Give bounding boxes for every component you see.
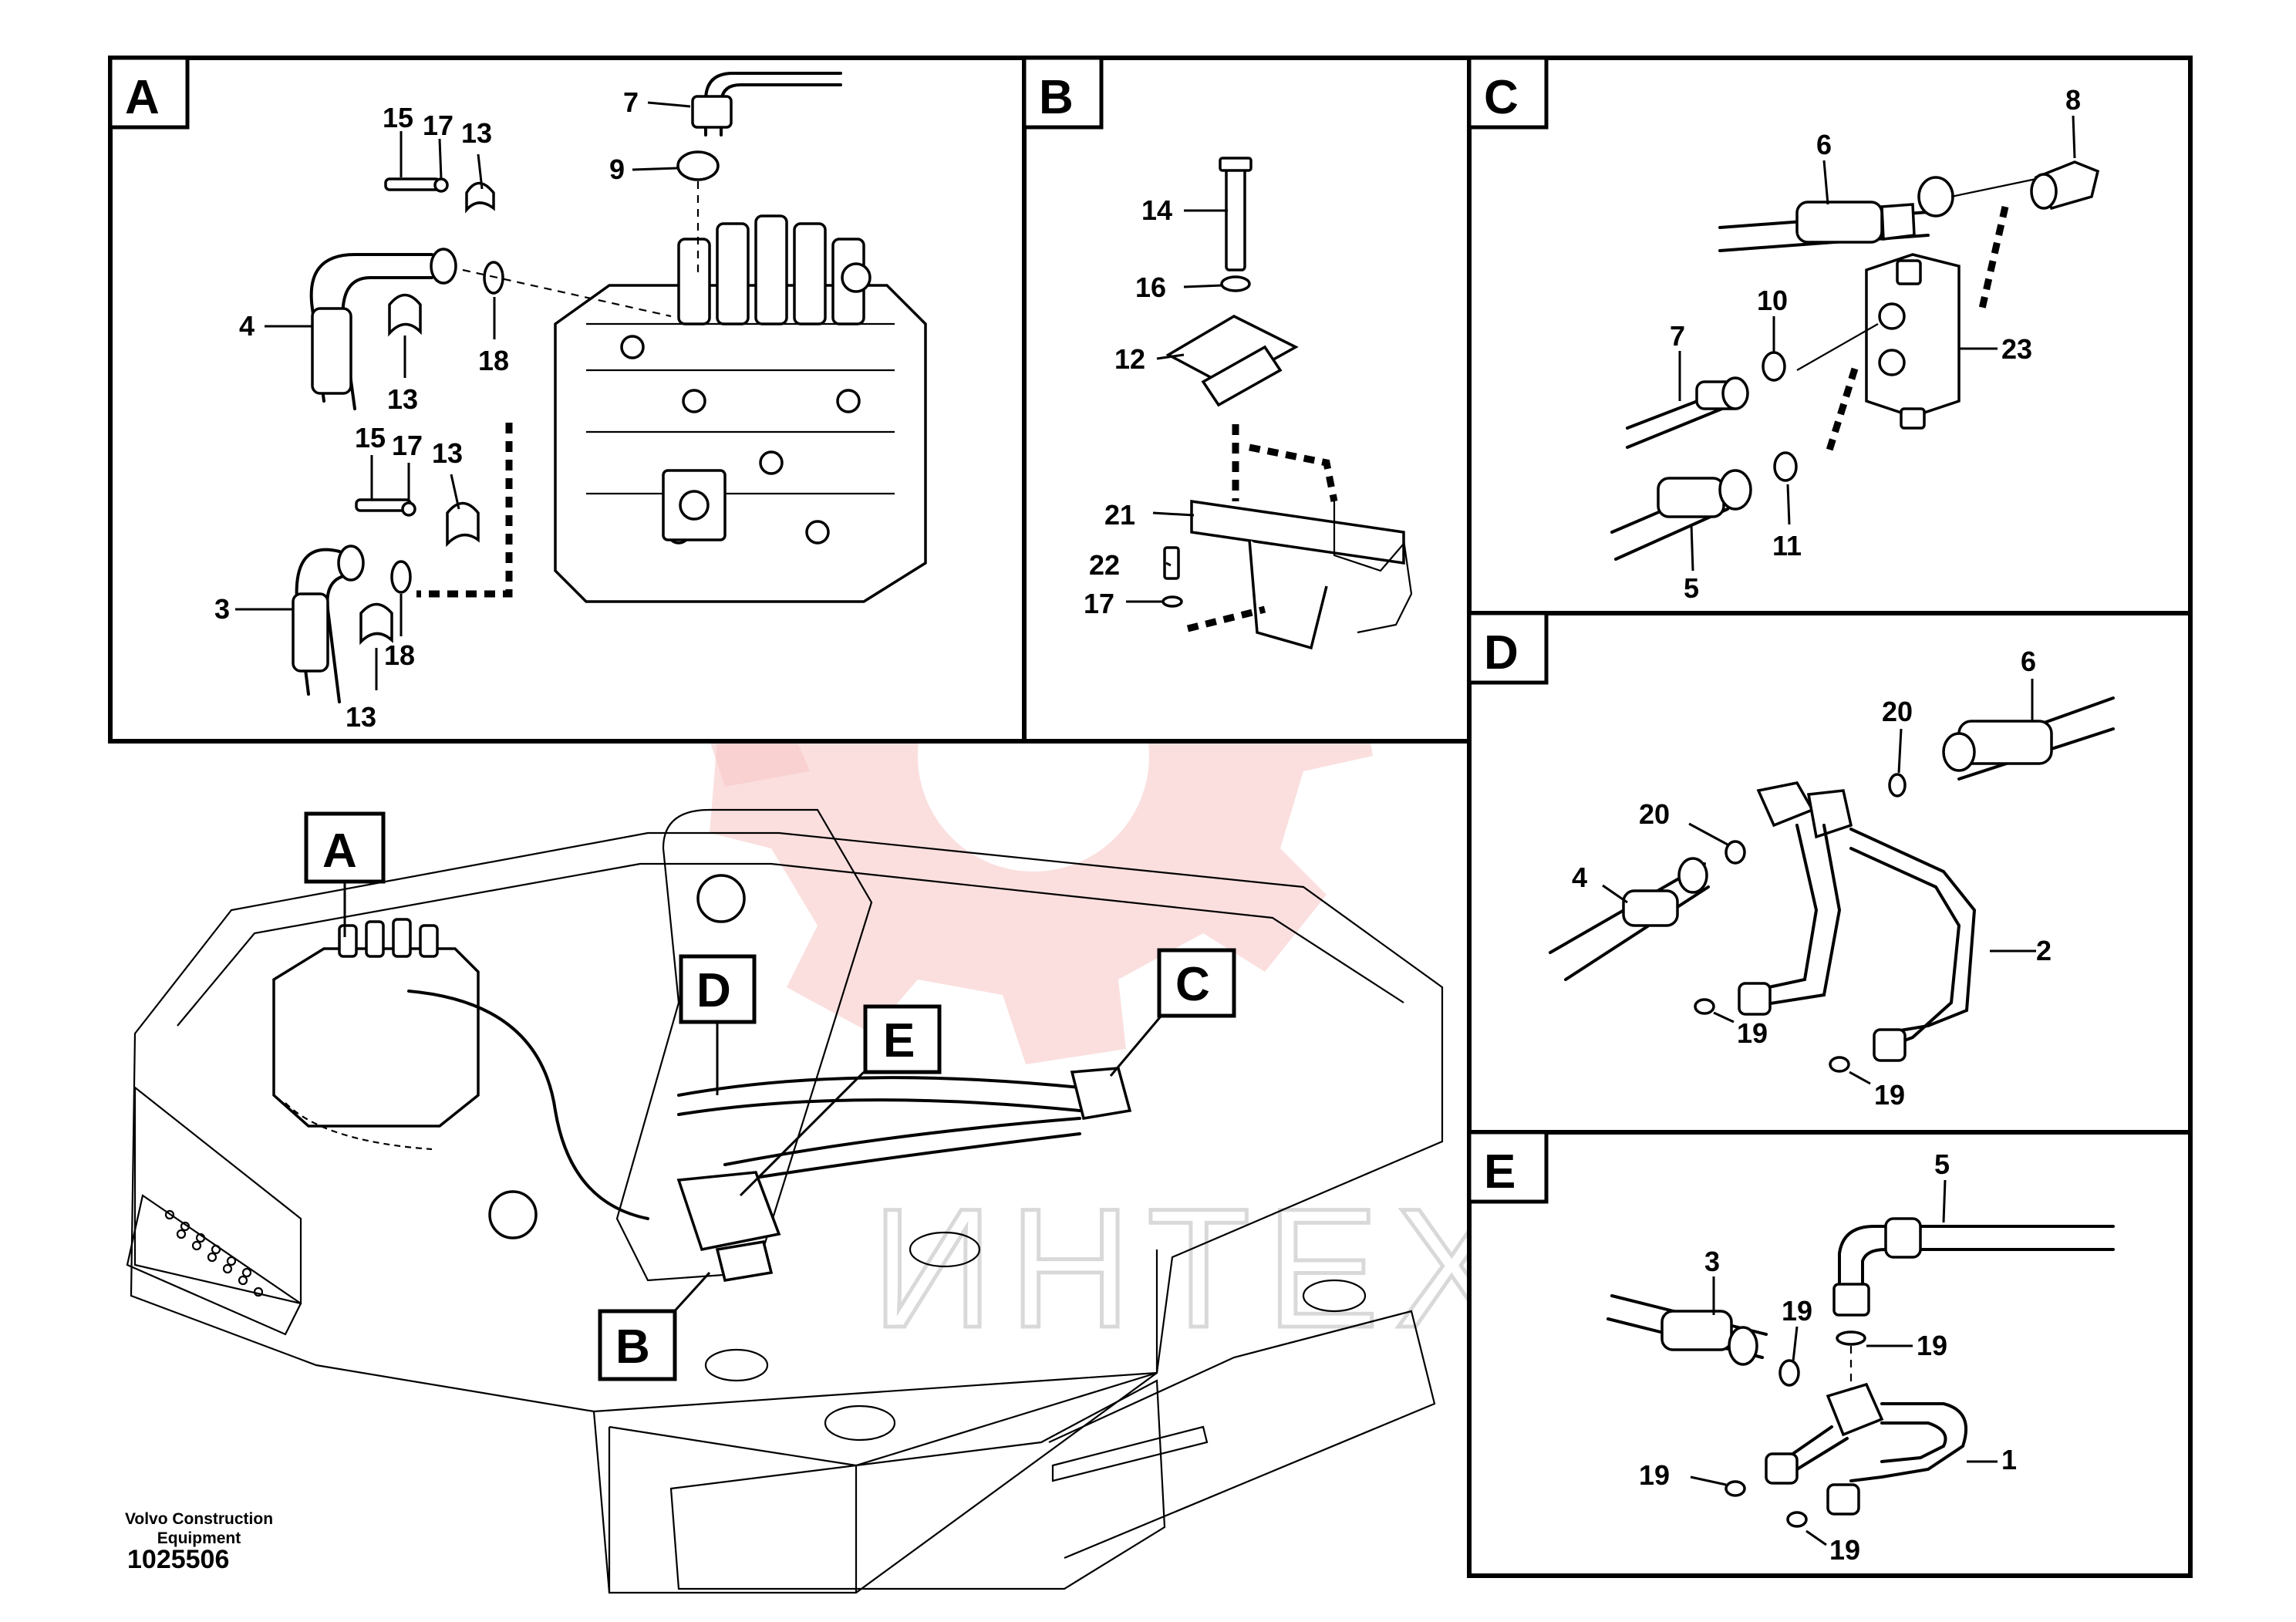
callout-a-9: 9: [609, 153, 625, 185]
overview-tag-d: D: [679, 954, 757, 1024]
callout-b-12: 12: [1114, 343, 1145, 375]
callout-e-5: 5: [1934, 1148, 1950, 1180]
overview-tag-a-letter: A: [322, 824, 357, 878]
callout-b-21: 21: [1104, 499, 1135, 531]
callout-e-3: 3: [1704, 1246, 1720, 1277]
callout-e-19d: 19: [1829, 1534, 1860, 1566]
panel-d-letter: D: [1484, 626, 1519, 679]
callout-a-13c: 13: [432, 437, 463, 469]
callout-b-17: 17: [1084, 588, 1114, 619]
overview-tag-c-letter: C: [1175, 958, 1210, 1011]
callout-c-5: 5: [1684, 572, 1699, 604]
panel-d: D 6 20 20 4 2 19 19: [1467, 611, 2193, 1135]
callout-a-13: 13: [461, 117, 492, 149]
panel-c-letter: C: [1484, 71, 1519, 124]
callout-e-19c: 19: [1639, 1459, 1670, 1491]
callout-d-20a: 20: [1882, 696, 1913, 727]
control-valve-drawing: [554, 214, 927, 603]
company-name: Volvo Construction Equipment: [124, 1510, 274, 1547]
overview-tag-b: B: [598, 1309, 677, 1381]
callout-a-17: 17: [423, 110, 453, 141]
callout-b-22: 22: [1089, 549, 1120, 581]
panel-c-tag: [1467, 56, 1549, 130]
callout-d-4: 4: [1572, 862, 1587, 893]
callout-a-17b: 17: [392, 430, 423, 461]
panel-b: B 14 16 12 21 22 17: [1022, 56, 1472, 744]
callout-d-20b: 20: [1639, 798, 1670, 830]
callout-a-15b: 15: [355, 422, 386, 454]
callout-b-14: 14: [1141, 194, 1172, 226]
callout-a-18b: 18: [384, 639, 415, 671]
callout-d-19b: 19: [1874, 1079, 1905, 1111]
overview-tag-b-letter: B: [615, 1320, 650, 1374]
panel-e: E 5 3 19 19 1 19 19: [1467, 1130, 2193, 1578]
callout-e-1: 1: [2001, 1444, 2017, 1475]
panel-e-letter: E: [1484, 1145, 1515, 1199]
callout-c-8: 8: [2065, 84, 2081, 116]
callout-e-19b: 19: [1917, 1330, 1947, 1361]
overview-machine: [126, 808, 1444, 1594]
callout-d-6: 6: [2021, 646, 2036, 677]
callout-d-19a: 19: [1737, 1017, 1768, 1049]
panel-b-letter: B: [1039, 71, 1074, 124]
panel-a: A: [108, 56, 1027, 744]
callout-c-10: 10: [1757, 285, 1788, 316]
callout-a-15: 15: [383, 102, 413, 133]
callout-a-13d: 13: [346, 701, 376, 733]
callout-b-16: 16: [1135, 271, 1166, 303]
overview-tag-c: C: [1157, 948, 1236, 1018]
panel-d-frame: [1467, 611, 2193, 1135]
step-plate: [164, 1209, 264, 1297]
callout-c-7: 7: [1670, 320, 1685, 352]
callout-a-7: 7: [623, 86, 639, 118]
callout-c-6: 6: [1816, 129, 1832, 160]
panel-d-tag: [1467, 611, 1549, 685]
panel-e-tag: [1467, 1130, 1549, 1204]
panel-c-frame: [1467, 56, 2193, 615]
callout-e-19a: 19: [1782, 1295, 1812, 1327]
panel-a-letter: A: [125, 71, 160, 124]
overview-tag-e-letter: E: [883, 1014, 915, 1067]
overview-tag-d-letter: D: [696, 964, 731, 1017]
panel-c: C 6: [1467, 56, 2193, 615]
drawing-number: 1025506: [127, 1545, 230, 1574]
callout-a-18: 18: [478, 345, 509, 376]
callout-d-2: 2: [2036, 935, 2052, 966]
callout-a-13b: 13: [387, 383, 418, 415]
callout-c-11: 11: [1772, 530, 1802, 561]
overview-tag-e: E: [863, 1004, 942, 1074]
panel-b-tag: [1022, 56, 1104, 130]
watermark-text: ИНТЕХ: [872, 1173, 1523, 1363]
callout-c-23: 23: [2001, 333, 2032, 365]
callout-a-3: 3: [214, 593, 230, 625]
panel-a-tag: [108, 56, 190, 130]
overview-tag-a: A: [304, 811, 386, 884]
callout-a-4: 4: [239, 310, 255, 342]
